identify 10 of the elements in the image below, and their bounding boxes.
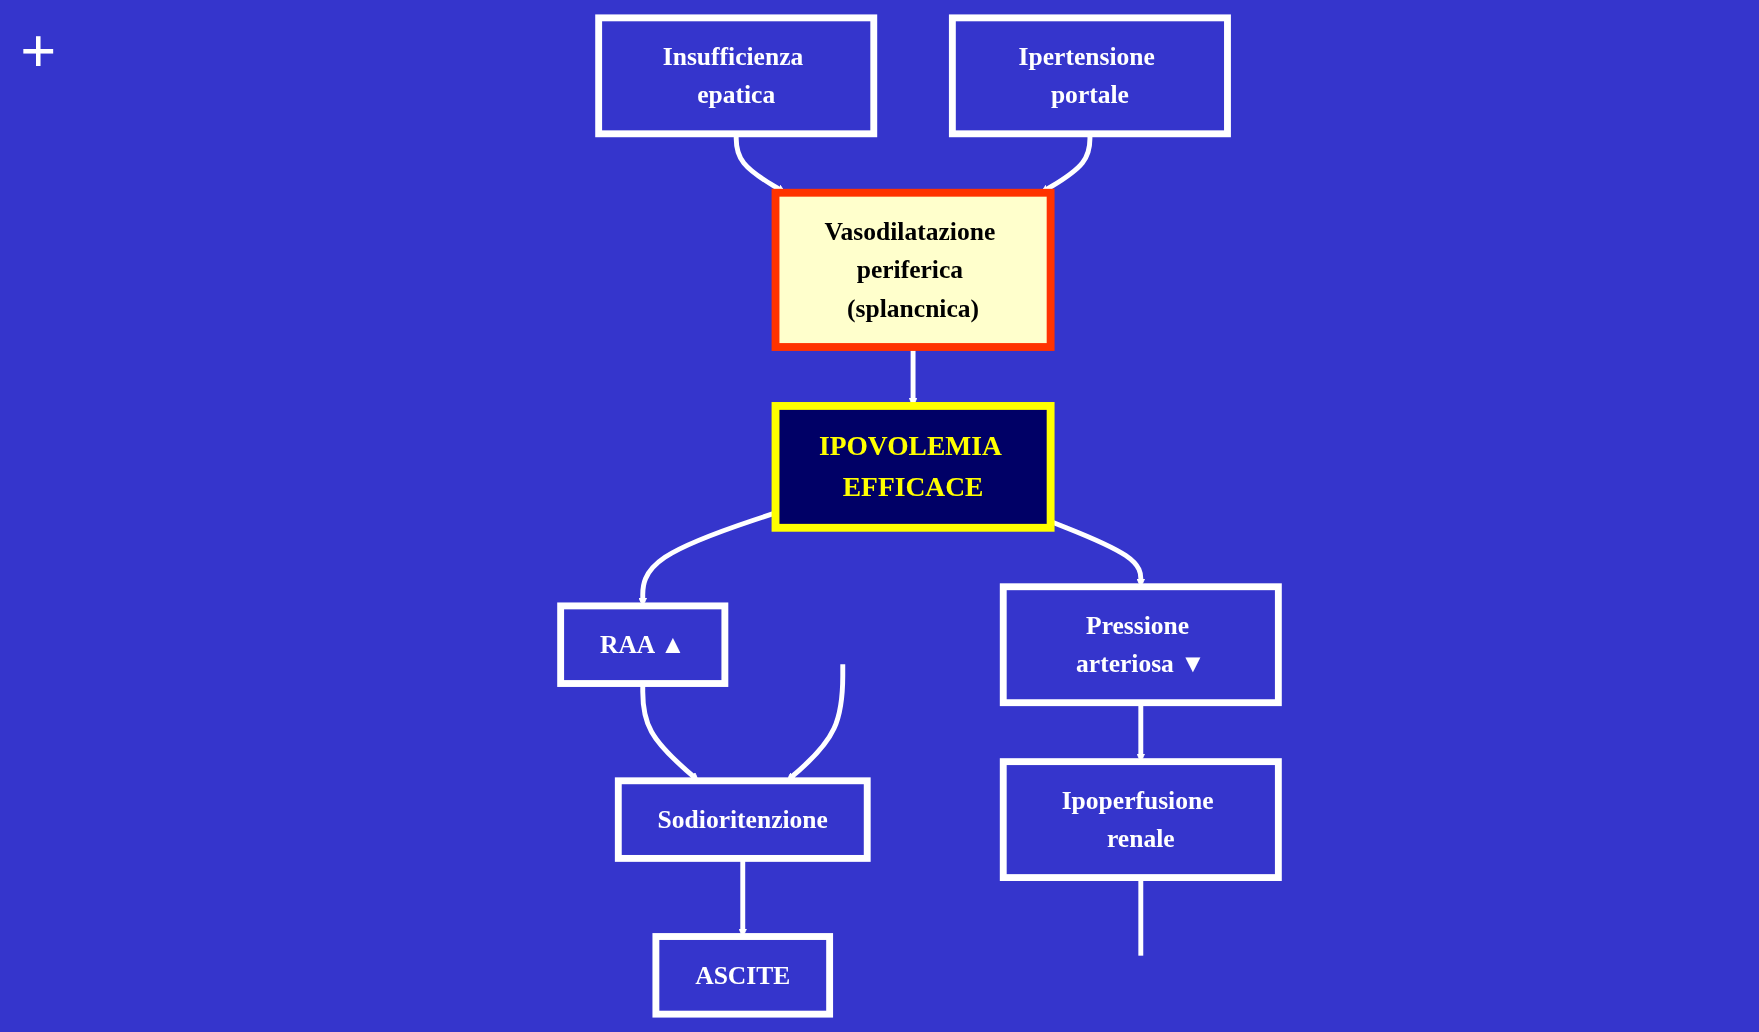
plus-sign-label: + — [20, 14, 57, 88]
node-box: Ipertensione portale — [948, 14, 1231, 138]
node-box: Vasodilatazione periferica (splancnica) — [771, 188, 1055, 351]
node-box: Pressione arteriosa ▼ — [999, 583, 1282, 707]
node-box: IPOVOLEMIA EFFICACE — [771, 402, 1055, 532]
node-box: RAA ▲ — [557, 602, 729, 687]
node-box: Ipoperfusione renale — [999, 758, 1282, 881]
node-box: Insufficienza epatica — [595, 14, 878, 138]
node-box: Sodioritenzione — [614, 777, 871, 862]
node-box: ASCITE — [652, 933, 834, 1018]
